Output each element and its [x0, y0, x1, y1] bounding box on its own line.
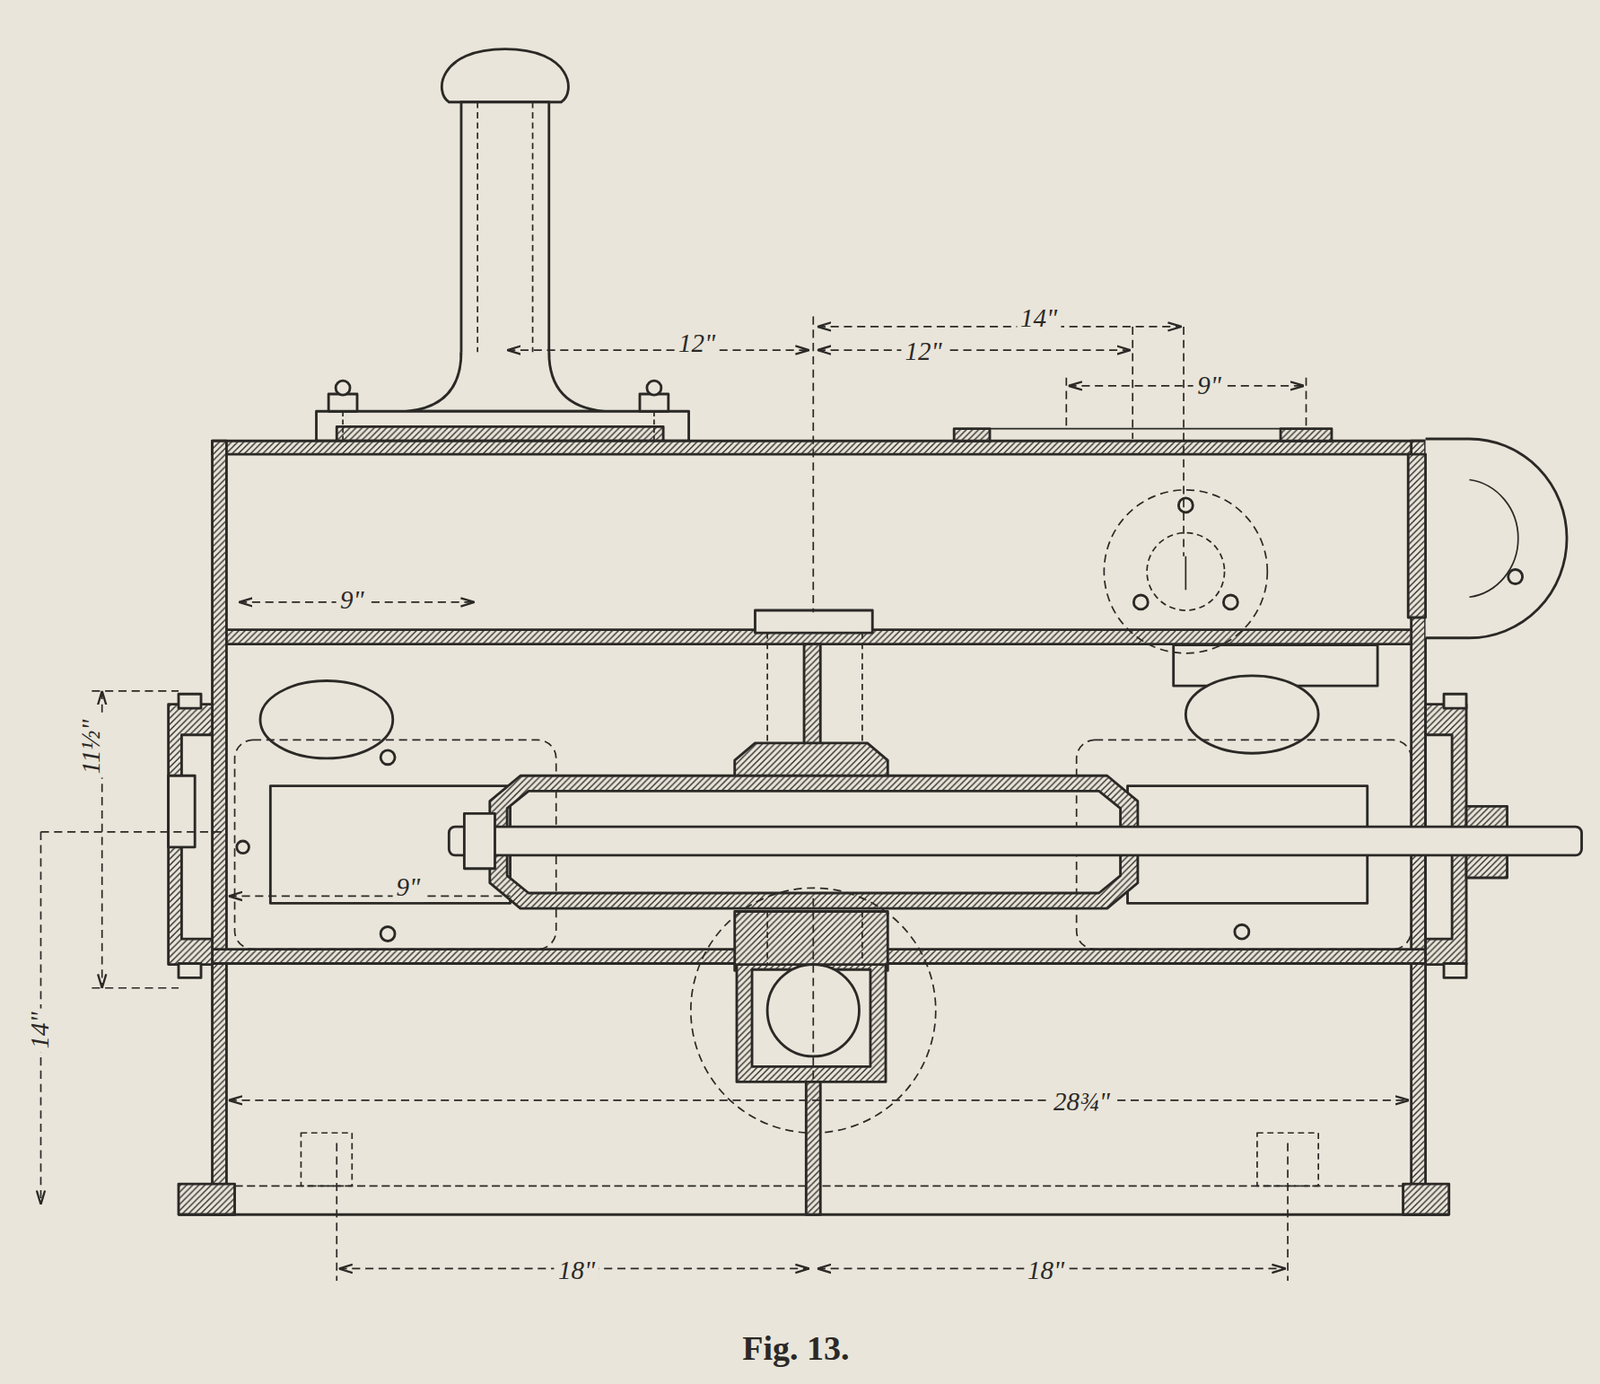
dimension-label: 18": [1023, 1256, 1068, 1286]
dimension-label: 18": [554, 1256, 599, 1286]
dimension-label: 14": [1016, 304, 1061, 333]
dimension-label: 9": [336, 585, 368, 615]
dimension-label: 12": [674, 329, 719, 359]
dimension-label: 11½": [77, 716, 106, 779]
figure-caption: Fig. 13.: [742, 1329, 849, 1368]
dimension-label: 12": [900, 337, 945, 367]
dimension-label: 9": [393, 873, 425, 902]
dimension-label: 14": [26, 1008, 56, 1053]
dimension-label: 9": [1193, 371, 1225, 401]
dimension-label: 28¾": [1049, 1087, 1114, 1117]
